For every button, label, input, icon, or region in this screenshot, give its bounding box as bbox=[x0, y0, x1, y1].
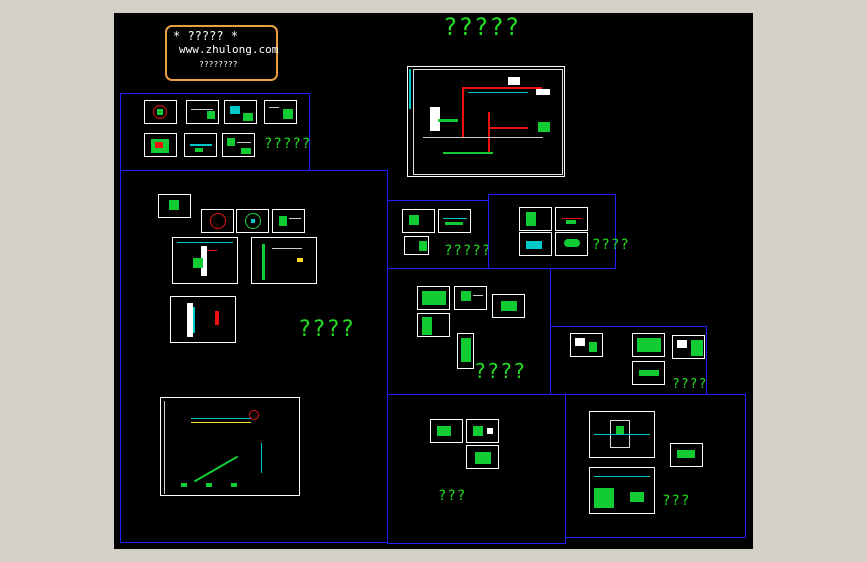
thumbnails-label: ????? bbox=[264, 136, 312, 152]
sheet-left-h[interactable] bbox=[160, 397, 300, 496]
sheet-mid-1a[interactable] bbox=[402, 209, 435, 233]
sheet-mid-2b[interactable] bbox=[555, 207, 588, 231]
sheet-mid-3d[interactable] bbox=[417, 313, 450, 337]
sheet-bottom-right-b[interactable] bbox=[670, 443, 703, 467]
sheet-mid-3a[interactable] bbox=[417, 286, 450, 310]
watermark-line-3: ???????? bbox=[199, 60, 238, 69]
sheet-right-a[interactable] bbox=[570, 333, 603, 357]
sheet-mid-1b[interactable] bbox=[438, 209, 471, 233]
watermark-line-2: www.zhulong.com bbox=[179, 43, 279, 56]
sheet-left-g[interactable] bbox=[170, 296, 236, 343]
cad-drawing-canvas[interactable]: ????? * ????? * www.zhulong.com ????????… bbox=[114, 13, 753, 549]
thumb-sheet-4[interactable] bbox=[264, 100, 297, 124]
sheet-mid-2a[interactable] bbox=[519, 207, 552, 231]
region-bottom-right[interactable] bbox=[565, 394, 746, 538]
sheet-mid-1c[interactable] bbox=[404, 236, 429, 255]
sheet-right-c[interactable] bbox=[672, 335, 705, 359]
sheet-bottom-mid-a[interactable] bbox=[430, 419, 463, 443]
thumb-sheet-1[interactable] bbox=[144, 100, 177, 124]
watermark-logo: * ????? * www.zhulong.com ???????? bbox=[165, 25, 278, 81]
thumb-sheet-5[interactable] bbox=[144, 133, 177, 157]
sheet-site-plan[interactable] bbox=[407, 66, 565, 177]
bottom-right-label: ??? bbox=[662, 493, 691, 509]
sheet-bottom-right-c[interactable] bbox=[589, 467, 655, 514]
sheet-left-f[interactable] bbox=[251, 237, 317, 284]
sheet-left-c[interactable] bbox=[236, 209, 269, 233]
region-mid-2[interactable] bbox=[488, 194, 616, 269]
watermark-line-1: * ????? * bbox=[173, 29, 239, 43]
sheet-mid-3b[interactable] bbox=[454, 286, 487, 310]
bottom-mid-label: ??? bbox=[438, 488, 467, 504]
sheet-mid-3c[interactable] bbox=[492, 294, 525, 318]
sheet-left-d[interactable] bbox=[272, 209, 305, 233]
sheet-right-b[interactable] bbox=[632, 333, 665, 357]
sheet-right-d[interactable] bbox=[632, 361, 665, 385]
thumb-sheet-7[interactable] bbox=[222, 133, 255, 157]
sheet-mid-3e[interactable] bbox=[457, 333, 474, 369]
sheet-bottom-right-a[interactable] bbox=[589, 411, 655, 458]
drawing-title: ????? bbox=[443, 13, 521, 41]
thumb-sheet-6[interactable] bbox=[184, 133, 217, 157]
thumb-sheet-2[interactable] bbox=[186, 100, 219, 124]
mid-1-label: ????? bbox=[444, 243, 492, 259]
mid-3-label: ???? bbox=[474, 359, 527, 383]
sheet-left-a[interactable] bbox=[158, 194, 191, 218]
sheet-mid-2d[interactable] bbox=[555, 232, 588, 256]
sheet-left-b[interactable] bbox=[201, 209, 234, 233]
sheet-mid-2c[interactable] bbox=[519, 232, 552, 256]
region-bottom-mid[interactable] bbox=[387, 394, 566, 544]
right-small-label: ???? bbox=[672, 377, 708, 392]
mid-2-label: ???? bbox=[592, 237, 630, 253]
sheet-left-e[interactable] bbox=[172, 237, 238, 284]
thumb-sheet-3[interactable] bbox=[224, 100, 257, 124]
sheet-bottom-mid-b[interactable] bbox=[466, 419, 499, 443]
sheet-bottom-mid-c[interactable] bbox=[466, 445, 499, 469]
large-left-label: ???? bbox=[298, 317, 355, 342]
